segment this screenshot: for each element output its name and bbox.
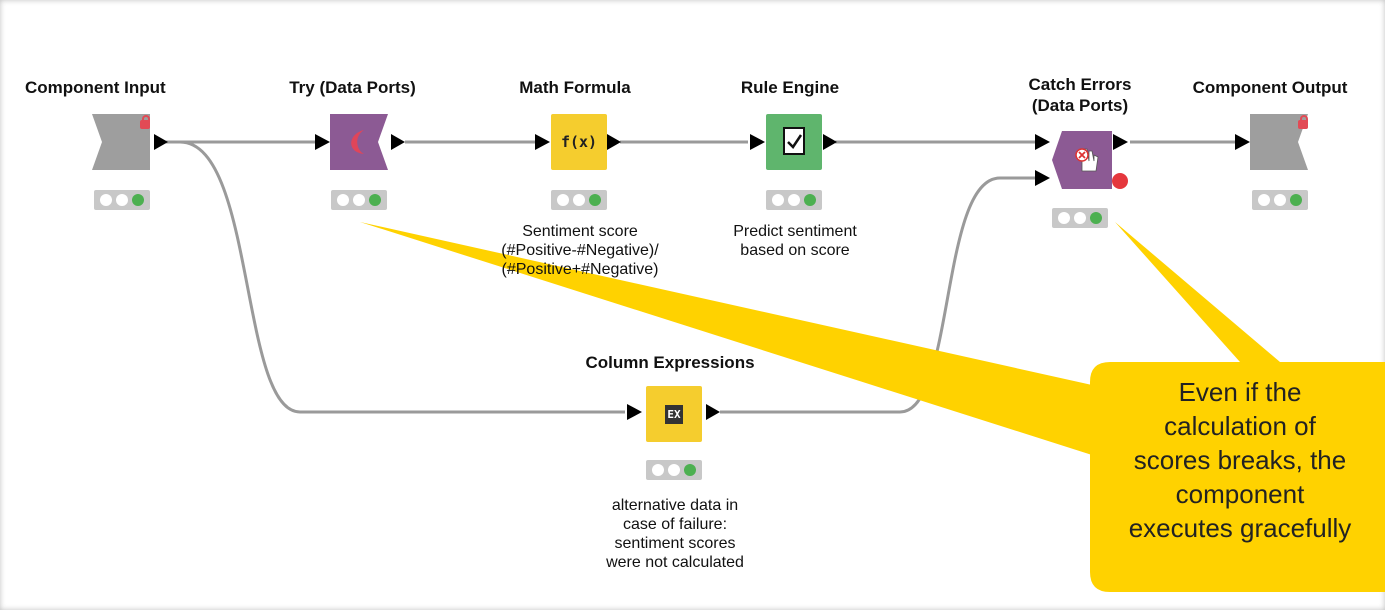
node-desc-math-formula-line3: (#Positive+#Negative) [501, 261, 659, 278]
callout-text: Even if the calculation of scores breaks… [1095, 375, 1385, 545]
callout-line: scores breaks, the [1133, 445, 1347, 475]
status-lights-component-output [1252, 190, 1308, 210]
port-arrow [391, 134, 405, 150]
node-column-expressions[interactable]: EX [646, 386, 702, 442]
port-arrow [750, 134, 765, 150]
callout-pointer-to-try [360, 222, 1092, 455]
lock-icon [1298, 115, 1308, 129]
status-lights-math-formula [551, 190, 607, 210]
port-arrow [706, 404, 720, 420]
node-component-input[interactable] [92, 114, 152, 170]
node-desc-math-formula-line1: Sentiment score [522, 223, 638, 240]
node-title-try: Try (Data Ports) [289, 78, 416, 97]
status-lights-rule-engine [766, 190, 822, 210]
callout-bubble [1090, 222, 1385, 592]
try-node-shape [330, 114, 388, 170]
node-desc-math-formula-line2: (#Positive-#Negative)/ [501, 242, 659, 259]
node-math-formula[interactable]: f(x) [551, 114, 607, 170]
node-title-catch-errors-line1: Catch Errors [1028, 75, 1132, 94]
lock-icon [140, 115, 150, 129]
try-arc-icon [351, 130, 364, 154]
port-arrow [1113, 134, 1128, 150]
port-arrow [315, 134, 330, 150]
rule-document-icon [783, 127, 805, 155]
callout-line: component [1175, 479, 1305, 509]
hand-error-icon [1075, 148, 1099, 172]
node-title-column-expressions: Column Expressions [585, 353, 755, 372]
port-arrow [154, 134, 168, 150]
node-catch-errors[interactable] [1052, 131, 1112, 189]
node-desc-rule-engine-line2: based on score [740, 242, 850, 259]
connection-input-to-column-expressions [179, 140, 625, 414]
expression-icon: EX [646, 386, 702, 442]
node-component-output[interactable] [1250, 114, 1310, 170]
node-rule-engine[interactable] [766, 114, 822, 170]
component-output-shape [1250, 114, 1308, 170]
status-lights-catch-errors [1052, 208, 1108, 228]
catch-node-shape [1052, 131, 1112, 189]
port-arrow [1035, 170, 1050, 186]
node-try[interactable] [330, 114, 388, 170]
function-icon: f(x) [560, 133, 598, 151]
error-indicator-dot [1112, 173, 1128, 189]
status-lights-component-input [94, 190, 150, 210]
callout-line: Even if the [1178, 377, 1302, 407]
connection-column-expressions-to-catch [720, 176, 1035, 414]
node-desc-column-expressions-line2: case of failure: [622, 516, 728, 533]
status-lights-try [331, 190, 387, 210]
port-arrow [535, 134, 550, 150]
port-arrow [823, 134, 837, 150]
port-arrow [607, 134, 621, 150]
callout-line: calculation of [1164, 411, 1316, 441]
component-input-shape [92, 114, 150, 170]
node-title-component-input: Component Input [25, 78, 166, 97]
port-arrow [627, 404, 642, 420]
node-desc-column-expressions-line4: were not calculated [606, 554, 744, 571]
node-title-component-output: Component Output [1192, 78, 1348, 97]
node-desc-rule-engine-line1: Predict sentiment [733, 223, 857, 240]
port-arrow [1235, 134, 1250, 150]
node-desc-column-expressions-line3: sentiment scores [614, 535, 736, 552]
status-lights-column-expressions [646, 460, 702, 480]
callout-line: executes gracefully [1128, 513, 1352, 543]
port-arrow [1035, 134, 1050, 150]
node-title-rule-engine: Rule Engine [740, 78, 840, 97]
node-desc-column-expressions-line1: alternative data in [611, 497, 739, 514]
node-title-catch-errors-line2: (Data Ports) [1031, 96, 1129, 115]
node-title-math-formula: Math Formula [519, 78, 631, 97]
